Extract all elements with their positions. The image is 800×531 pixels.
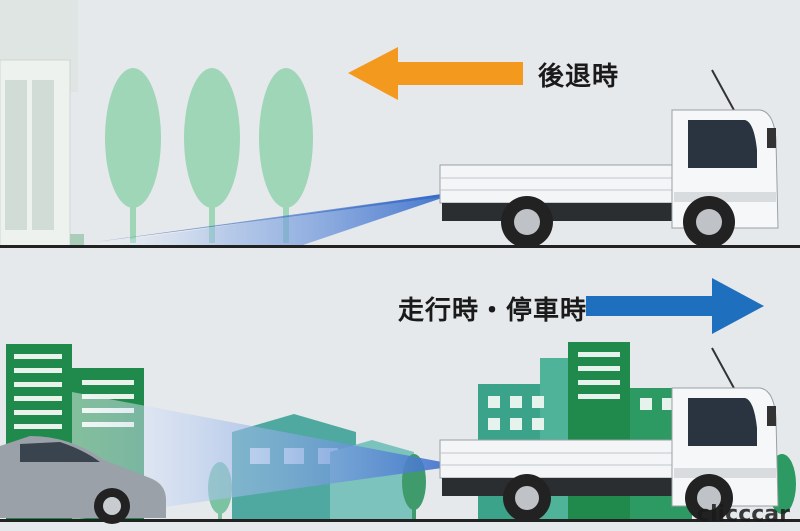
- ground-line: [0, 245, 800, 248]
- arrow-right-icon: [586, 278, 764, 334]
- top-panel: [0, 0, 800, 248]
- forward-label: 走行時・停車時: [398, 296, 588, 326]
- truck-icon: [439, 347, 779, 522]
- bottom-panel: [0, 278, 800, 524]
- tree-icon: [105, 68, 161, 243]
- ground-line: [0, 519, 800, 522]
- camera-beam: [72, 392, 442, 520]
- truck-icon: [439, 69, 779, 248]
- building-icon: [0, 0, 84, 247]
- reverse-label: 後退時: [538, 62, 620, 92]
- watermark: clicccar: [697, 502, 790, 527]
- arrow-left-icon: [348, 47, 523, 100]
- tree-icon: [184, 68, 240, 243]
- car-icon: [0, 436, 166, 524]
